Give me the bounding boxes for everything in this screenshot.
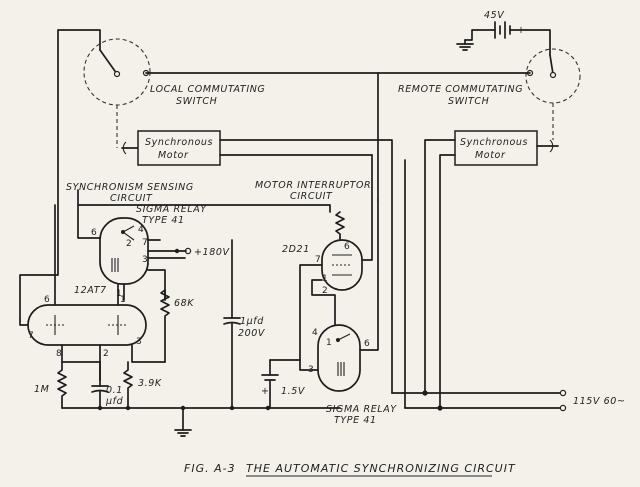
resistor-68k <box>160 289 170 363</box>
tube-pin-7: 7 <box>28 331 34 341</box>
cap-1ufd-label-1: 1µfd <box>240 316 264 327</box>
motor-left-label-2: Motor <box>158 150 189 161</box>
tube-label: 12AT7 <box>74 285 107 296</box>
thyratron-pin-6: 6 <box>344 242 350 252</box>
relay-bot-pin-3: 3 <box>308 365 314 375</box>
relay-top-pin-1: 1 <box>116 289 122 299</box>
interruptor-label-1: MOTOR INTERRUPTOR <box>255 180 371 191</box>
bias-label: 1.5V <box>281 386 306 397</box>
r-39k-label: 3.9K <box>138 378 162 389</box>
r-1m-label: 1M <box>34 384 49 395</box>
r-68k-label: 68K <box>174 298 194 309</box>
relay-top-pin-6: 6 <box>91 228 97 238</box>
relay-top-pin-2: 2 <box>126 239 132 249</box>
power-wiring <box>19 29 567 412</box>
capacitor-1ufd-200v <box>223 239 241 409</box>
sensing-label-2: CIRCUIT <box>110 193 153 204</box>
relay-top-label-2: TYPE 41 <box>142 215 185 226</box>
tube-pin-6: 6 <box>44 295 50 305</box>
thyratron-pin-7: 7 <box>315 255 321 265</box>
figure-number: FIG. A-3 <box>184 462 236 475</box>
relay-bot-pin-1: 1 <box>326 338 332 348</box>
motor-right-label-2: Motor <box>475 150 506 161</box>
motor-left-label-1: Synchronous <box>145 137 213 148</box>
tube-pin-1: 1 <box>120 295 126 305</box>
relay-top-pin-3: 3 <box>142 255 148 265</box>
relay-bot-label-1: SIGMA RELAY <box>326 404 397 415</box>
tube-pin-8: 8 <box>56 349 62 359</box>
thyratron-pin-2: 2 <box>322 286 328 296</box>
thyratron-pin-1: 1 <box>322 274 328 284</box>
local-switch-label-1: LOCAL COMMUTATING <box>150 84 265 95</box>
figure-title: THE AUTOMATIC SYNCHRONIZING CIRCUIT <box>246 462 516 475</box>
remote-switch-label-1: REMOTE COMMUTATING <box>398 84 523 95</box>
relay-top-label-1: SIGMA RELAY <box>136 204 207 215</box>
interruptor-label-2: CIRCUIT <box>290 191 333 202</box>
cap-01-label-2: µfd <box>105 396 124 407</box>
tube-pin-2: 2 <box>103 349 109 359</box>
bias-cell-1-5v <box>261 359 279 409</box>
resistor-1m <box>57 361 67 409</box>
battery-45v <box>456 21 551 56</box>
cap-01-label-1: 0.1 <box>106 385 123 396</box>
relay-top-pin-4: 4 <box>138 225 144 235</box>
sensing-label-1: SYNCHRONISM SENSING <box>66 182 194 193</box>
capacitor-0-1ufd <box>91 379 109 409</box>
interruptor-resistor <box>335 211 345 239</box>
battery-voltage-label: 45V <box>484 10 505 21</box>
motor-right-label-1: Synchronous <box>460 137 528 148</box>
cap-1ufd-label-2: 200V <box>238 328 266 339</box>
resistor-3-9k <box>123 361 133 409</box>
tube-12at7 <box>19 204 166 381</box>
local-commutating-switch <box>83 38 151 106</box>
relay-bot-pin-6: 6 <box>364 339 370 349</box>
local-switch-label-2: SWITCH <box>176 96 217 107</box>
remote-switch-label-2: SWITCH <box>448 96 489 107</box>
bias-plus-label: + <box>261 386 270 397</box>
thyratron-label: 2D21 <box>282 244 310 255</box>
plate-voltage-label: +180V <box>194 247 230 258</box>
mains-label: 115V 60~ <box>573 396 626 407</box>
relay-bot-pin-4: 4 <box>312 328 318 338</box>
relay-top-pin-7: 7 <box>142 238 148 248</box>
synchronous-motor-right <box>454 130 559 166</box>
tube-pin-3: 3 <box>136 337 142 347</box>
sigma-relay-bottom <box>269 199 379 392</box>
thyratron-2d21 <box>299 154 373 361</box>
ground-bus <box>61 405 341 437</box>
battery-minus-label: − <box>484 25 493 36</box>
relay-bot-label-2: TYPE 41 <box>334 415 377 426</box>
synchronous-motor-left <box>121 130 221 166</box>
remote-commutating-switch <box>525 48 581 104</box>
battery-plus-label: + <box>517 25 526 36</box>
